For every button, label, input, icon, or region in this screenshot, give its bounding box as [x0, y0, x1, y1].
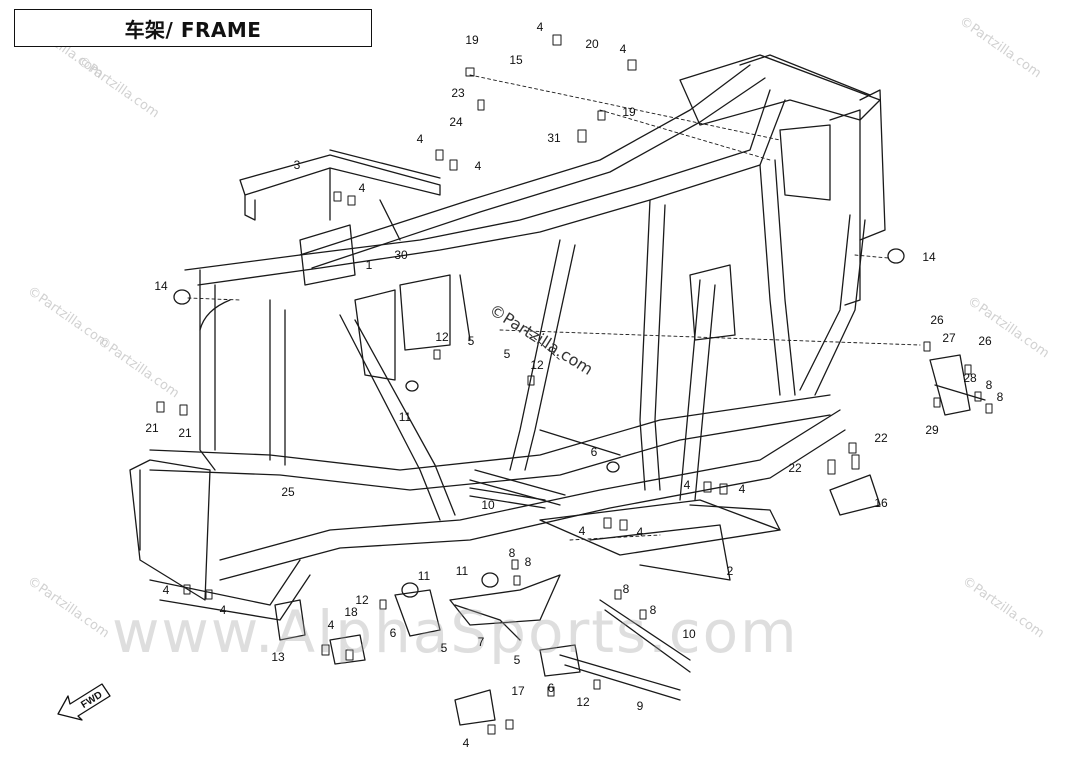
callout-label: 21 [145, 421, 159, 435]
callout-label: 3 [293, 158, 301, 172]
callout-label: 7 [477, 635, 485, 649]
callout-label: 10 [682, 627, 696, 641]
callout-label: 8 [622, 582, 630, 596]
callout-label: 4 [219, 603, 227, 617]
callout-label: 8 [985, 378, 993, 392]
callout-label: 6 [590, 445, 598, 459]
callout-label: 4 [327, 618, 335, 632]
callout-label: 5 [467, 334, 475, 348]
callout-label: 4 [416, 132, 424, 146]
callout-label: 12 [530, 358, 544, 372]
callout-label: 14 [922, 250, 936, 264]
callout-label: 22 [874, 431, 888, 445]
callout-label: 4 [462, 736, 470, 750]
fwd-arrow-icon: FWD [57, 683, 111, 721]
callout-label: 12 [576, 695, 590, 709]
watermark-banner: www.AlphaSports.com [112, 598, 799, 666]
callout-label: 31 [547, 131, 561, 145]
callout-label: 29 [925, 423, 939, 437]
callout-label: 11 [455, 564, 469, 578]
callout-label: 4 [578, 524, 586, 538]
callout-label: 23 [451, 86, 465, 100]
callout-label: 1 [365, 258, 373, 272]
callout-label: 2 [726, 564, 734, 578]
callout-label: 19 [465, 33, 479, 47]
callout-label: 26 [930, 313, 944, 327]
callout-label: 18 [344, 605, 358, 619]
callout-label: 4 [162, 583, 170, 597]
callout-label: 24 [449, 115, 463, 129]
callout-label: 16 [874, 496, 888, 510]
callout-label: 25 [281, 485, 295, 499]
callout-label: 30 [394, 248, 408, 262]
callout-label: 14 [154, 279, 168, 293]
callout-label: 19 [622, 105, 636, 119]
callout-label: 4 [358, 181, 366, 195]
callout-label: 5 [503, 347, 511, 361]
callout-label: 13 [271, 650, 285, 664]
callout-label: 4 [536, 20, 544, 34]
callout-label: 8 [996, 390, 1004, 404]
callout-label: 6 [389, 626, 397, 640]
callout-label: 9 [636, 699, 644, 713]
callout-label: 21 [178, 426, 192, 440]
callout-label: 17 [511, 684, 525, 698]
callout-label: 12 [435, 330, 449, 344]
callout-label: 28 [963, 371, 977, 385]
callout-label: 4 [636, 525, 644, 539]
callout-label: 27 [942, 331, 956, 345]
callout-label: 8 [649, 603, 657, 617]
callout-label: 11 [398, 410, 412, 424]
callout-label: 15 [509, 53, 523, 67]
callout-label: 11 [417, 569, 431, 583]
callout-label: 10 [481, 498, 495, 512]
callout-label: 5 [440, 641, 448, 655]
callout-label: 4 [738, 482, 746, 496]
callout-label: 20 [585, 37, 599, 51]
callout-label: 12 [355, 593, 369, 607]
callout-label: 8 [524, 555, 532, 569]
callout-label: 8 [508, 546, 516, 560]
diagram-title-box: 车架/ FRAME [14, 9, 372, 47]
callout-label: 4 [683, 478, 691, 492]
callout-label: 4 [474, 159, 482, 173]
callout-label: 6 [547, 681, 555, 695]
callout-label: 4 [619, 42, 627, 56]
callout-label: 5 [513, 653, 521, 667]
callout-label: 22 [788, 461, 802, 475]
page-title: 车架/ FRAME [124, 17, 262, 42]
callout-label: 26 [978, 334, 992, 348]
